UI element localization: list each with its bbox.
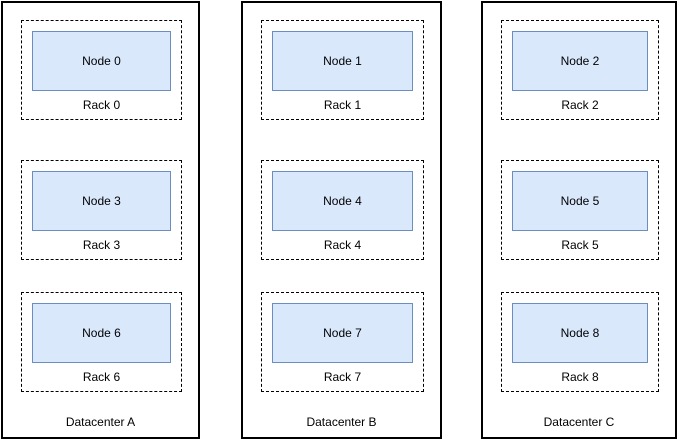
rack-2-box: Node 2 Rack 2 bbox=[501, 20, 659, 120]
node-2-label: Node 2 bbox=[560, 54, 600, 68]
datacenter-c-label: Datacenter C bbox=[543, 415, 615, 429]
datacenter-a: Node 0 Rack 0 Node 3 Rack 3 Node 6 Rack … bbox=[1, 1, 200, 439]
rack-7-label: Rack 7 bbox=[323, 370, 362, 384]
node-3-box: Node 3 bbox=[32, 171, 171, 231]
node-1-box: Node 1 bbox=[272, 31, 413, 91]
rack-6-label: Rack 6 bbox=[82, 370, 121, 384]
rack-8-label: Rack 8 bbox=[561, 370, 599, 384]
node-8-label: Node 8 bbox=[560, 326, 600, 340]
node-7-label: Node 7 bbox=[323, 326, 362, 340]
node-1-label: Node 1 bbox=[323, 54, 362, 68]
node-8-box: Node 8 bbox=[512, 303, 648, 363]
rack-5-box: Node 5 Rack 5 bbox=[501, 160, 659, 260]
node-0-label: Node 0 bbox=[82, 54, 121, 68]
datacenter-b-label: Datacenter B bbox=[306, 415, 377, 429]
rack-0-box: Node 0 Rack 0 bbox=[21, 20, 182, 120]
rack-1-label: Rack 1 bbox=[323, 98, 362, 112]
rack-3-label: Rack 3 bbox=[82, 238, 121, 252]
node-0-box: Node 0 bbox=[32, 31, 171, 91]
rack-4-label: Rack 4 bbox=[323, 238, 362, 252]
rack-5-label: Rack 5 bbox=[561, 238, 599, 252]
rack-6-box: Node 6 Rack 6 bbox=[21, 292, 182, 392]
node-5-label: Node 5 bbox=[560, 194, 600, 208]
rack-0-label: Rack 0 bbox=[82, 98, 121, 112]
node-4-label: Node 4 bbox=[323, 194, 362, 208]
node-6-box: Node 6 bbox=[32, 303, 171, 363]
datacenter-c: Node 2 Rack 2 Node 5 Rack 5 Node 8 Rack … bbox=[481, 1, 677, 439]
node-4-box: Node 4 bbox=[272, 171, 413, 231]
node-7-box: Node 7 bbox=[272, 303, 413, 363]
node-6-label: Node 6 bbox=[82, 326, 121, 340]
datacenter-a-label: Datacenter A bbox=[65, 415, 136, 429]
datacenter-b: Node 1 Rack 1 Node 4 Rack 4 Node 7 Rack … bbox=[241, 1, 442, 439]
rack-2-label: Rack 2 bbox=[561, 98, 599, 112]
rack-8-box: Node 8 Rack 8 bbox=[501, 292, 659, 392]
node-3-label: Node 3 bbox=[82, 194, 121, 208]
rack-1-box: Node 1 Rack 1 bbox=[261, 20, 424, 120]
node-5-box: Node 5 bbox=[512, 171, 648, 231]
node-2-box: Node 2 bbox=[512, 31, 648, 91]
rack-4-box: Node 4 Rack 4 bbox=[261, 160, 424, 260]
rack-3-box: Node 3 Rack 3 bbox=[21, 160, 182, 260]
rack-7-box: Node 7 Rack 7 bbox=[261, 292, 424, 392]
